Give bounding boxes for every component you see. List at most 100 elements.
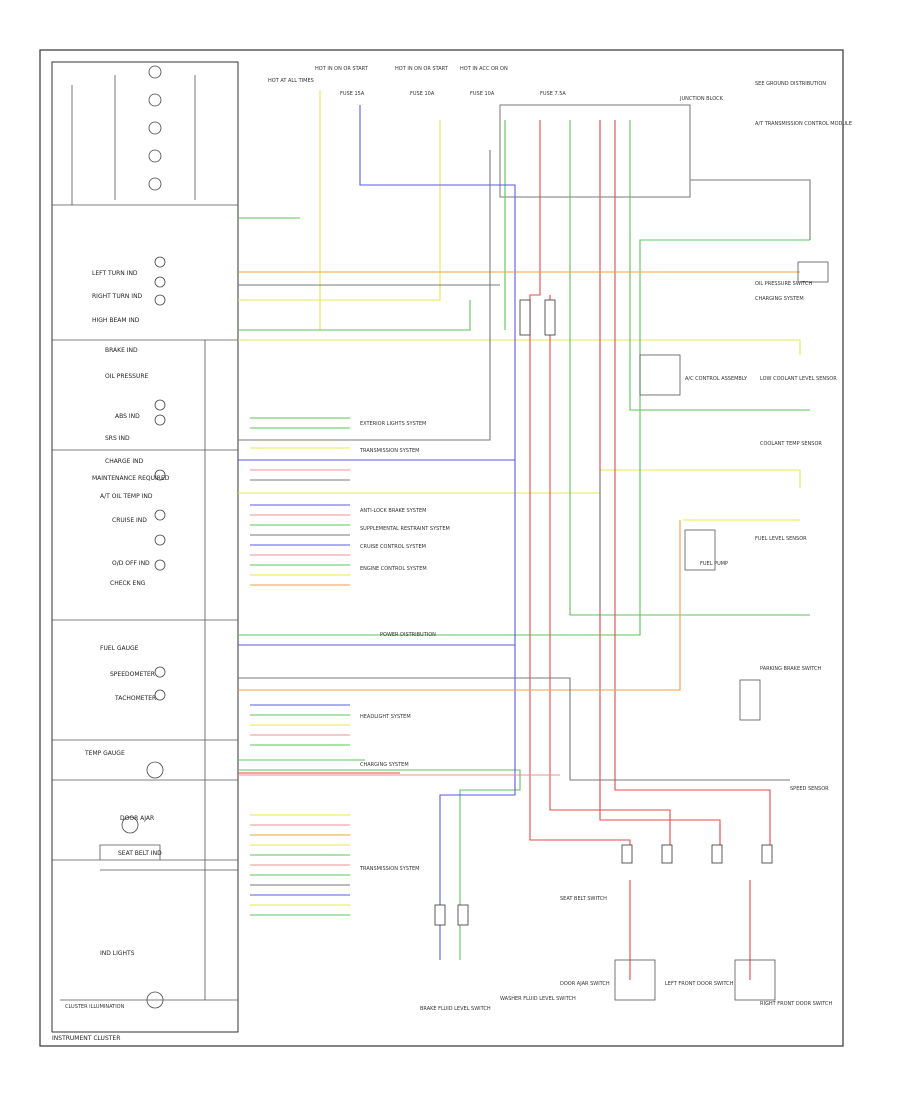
component-box	[684, 529, 716, 571]
gauge-circle	[148, 149, 162, 163]
cluster-box	[51, 61, 239, 1033]
bottom-label: SEAT BELT SWITCH	[560, 896, 607, 902]
wire-green	[238, 239, 810, 636]
fuse-label: FUSE 10A	[470, 91, 495, 97]
gauge-circle	[148, 177, 162, 191]
lamp-circle	[154, 469, 166, 481]
top-connectors: HOT AT ALL TIMES HOT IN ON OR START HOT …	[268, 66, 852, 127]
module-label: OIL PRESSURE SWITCH	[755, 281, 813, 287]
module-label: FUEL PUMP	[700, 561, 728, 567]
cluster-label: HIGH BEAM IND	[92, 317, 140, 324]
cluster-label: A/T OIL TEMP IND	[100, 493, 153, 500]
wire-red	[599, 120, 721, 860]
cluster-label: CHECK ENG	[110, 580, 146, 587]
module-label: FUEL LEVEL SENSOR	[755, 536, 807, 542]
cluster-label: O/D OFF IND	[112, 560, 150, 567]
cluster-label: CHARGE IND	[105, 458, 144, 465]
wire-yellow	[238, 120, 441, 301]
wires	[238, 90, 811, 980]
gauge-circle	[148, 65, 162, 79]
lamp-circle	[154, 689, 166, 701]
top-connector-label: HOT IN ON OR START	[315, 66, 369, 72]
wire-blue	[439, 460, 516, 960]
bottom-label: DOOR AJAR SWITCH	[560, 981, 610, 987]
right-top-label: SEE GROUND DISTRIBUTION	[755, 81, 826, 87]
cluster-label: BRAKE IND	[105, 347, 138, 354]
cluster-labels: LEFT TURN IND RIGHT TURN IND HIGH BEAM I…	[52, 270, 170, 1042]
bottom-connectors	[434, 299, 773, 926]
bottom-label: WASHER FLUID LEVEL SWITCH	[500, 996, 576, 1002]
component-box	[639, 354, 681, 396]
top-connector-label: HOT IN ACC OR ON	[460, 66, 508, 72]
system-label: TRANSMISSION SYSTEM	[359, 866, 419, 872]
system-label: EXTERIOR LIGHTS SYSTEM	[360, 421, 426, 427]
junction-block	[499, 104, 691, 198]
wire-green	[569, 120, 810, 616]
wire-orange	[238, 520, 681, 691]
bottom-component-labels: BRAKE FLUID LEVEL SWITCH WASHER FLUID LE…	[420, 896, 833, 1012]
wire-red	[614, 120, 771, 860]
gauge-circle	[148, 93, 162, 107]
system-label: POWER DISTRIBUTION	[380, 632, 436, 638]
cluster-label: IND LIGHTS	[100, 950, 135, 957]
module-label: PARKING BRAKE SWITCH	[760, 666, 822, 672]
top-connector-label: HOT AT ALL TIMES	[268, 78, 314, 84]
lamp-circle	[154, 399, 166, 411]
cluster-label: OIL PRESSURE	[105, 373, 148, 380]
module-label: LOW COOLANT LEVEL SENSOR	[760, 376, 837, 382]
system-label: HEADLIGHT SYSTEM	[360, 714, 411, 720]
module-label: SPEED SENSOR	[790, 786, 829, 792]
wire-green	[238, 300, 471, 331]
component-box	[614, 959, 656, 1001]
bottom-label: RIGHT FRONT DOOR SWITCH	[760, 1001, 833, 1007]
cluster-label: FUEL GAUGE	[100, 645, 139, 652]
component-box	[797, 261, 829, 283]
cluster-label: SEAT BELT IND	[118, 850, 162, 857]
right-components	[614, 261, 829, 1001]
cluster-sections	[52, 204, 238, 861]
cluster-title: INSTRUMENT CLUSTER	[52, 1035, 120, 1042]
wire-gray	[238, 150, 491, 441]
module-label: COOLANT TEMP SENSOR	[760, 441, 822, 447]
system-label: ENGINE CONTROL SYSTEM	[360, 566, 427, 572]
fuse-label: FUSE 7.5A	[540, 91, 566, 97]
right-module-labels: OIL PRESSURE SWITCH CHARGING SYSTEM LOW …	[685, 281, 837, 792]
gauge-circle	[148, 121, 162, 135]
cluster-label: LEFT TURN IND	[92, 270, 138, 277]
wire-green	[629, 120, 810, 411]
wire-blue	[238, 105, 516, 461]
gauge-circle	[121, 816, 139, 834]
right-top-label: A/T TRANSMISSION CONTROL MODULE	[755, 121, 852, 127]
cluster-label: SPEEDOMETER	[110, 671, 155, 678]
system-label: ANTI-LOCK BRAKE SYSTEM	[360, 508, 426, 514]
lamp-circle	[154, 294, 166, 306]
wire-red	[529, 120, 631, 860]
wire-yellow	[238, 469, 801, 494]
component-box	[734, 959, 776, 1001]
module-label: CHARGING SYSTEM	[755, 296, 804, 302]
cluster-tail-label: CLUSTER ILLUMINATION	[65, 1004, 125, 1010]
lamp-circle	[154, 414, 166, 426]
fuse-label: FUSE 10A	[410, 91, 435, 97]
right-top-label: JUNCTION BLOCK	[679, 96, 724, 102]
system-label: TRANSMISSION SYSTEM	[359, 448, 419, 454]
cluster-label: TACHOMETER	[114, 695, 156, 702]
lamp-circle	[154, 666, 166, 678]
wire-green	[238, 769, 521, 960]
cluster-label: TEMP GAUGE	[84, 750, 125, 757]
lamp-circle	[154, 509, 166, 521]
bottom-label: LEFT FRONT DOOR SWITCH	[665, 981, 734, 987]
wire-yellow	[238, 339, 801, 355]
cluster-label: RIGHT TURN IND	[92, 293, 143, 300]
cluster-label: CRUISE IND	[112, 517, 147, 524]
lamp-circle	[154, 534, 166, 546]
wire-gray	[238, 677, 790, 781]
diagram-border	[39, 49, 844, 1047]
bottom-label: BRAKE FLUID LEVEL SWITCH	[420, 1006, 491, 1012]
lamp-circle	[154, 276, 166, 288]
top-connector-label: HOT IN ON OR START	[395, 66, 449, 72]
lamp-circle	[154, 559, 166, 571]
cluster-label: MAINTENANCE REQUIRED	[92, 475, 170, 482]
wire-red	[549, 295, 671, 860]
